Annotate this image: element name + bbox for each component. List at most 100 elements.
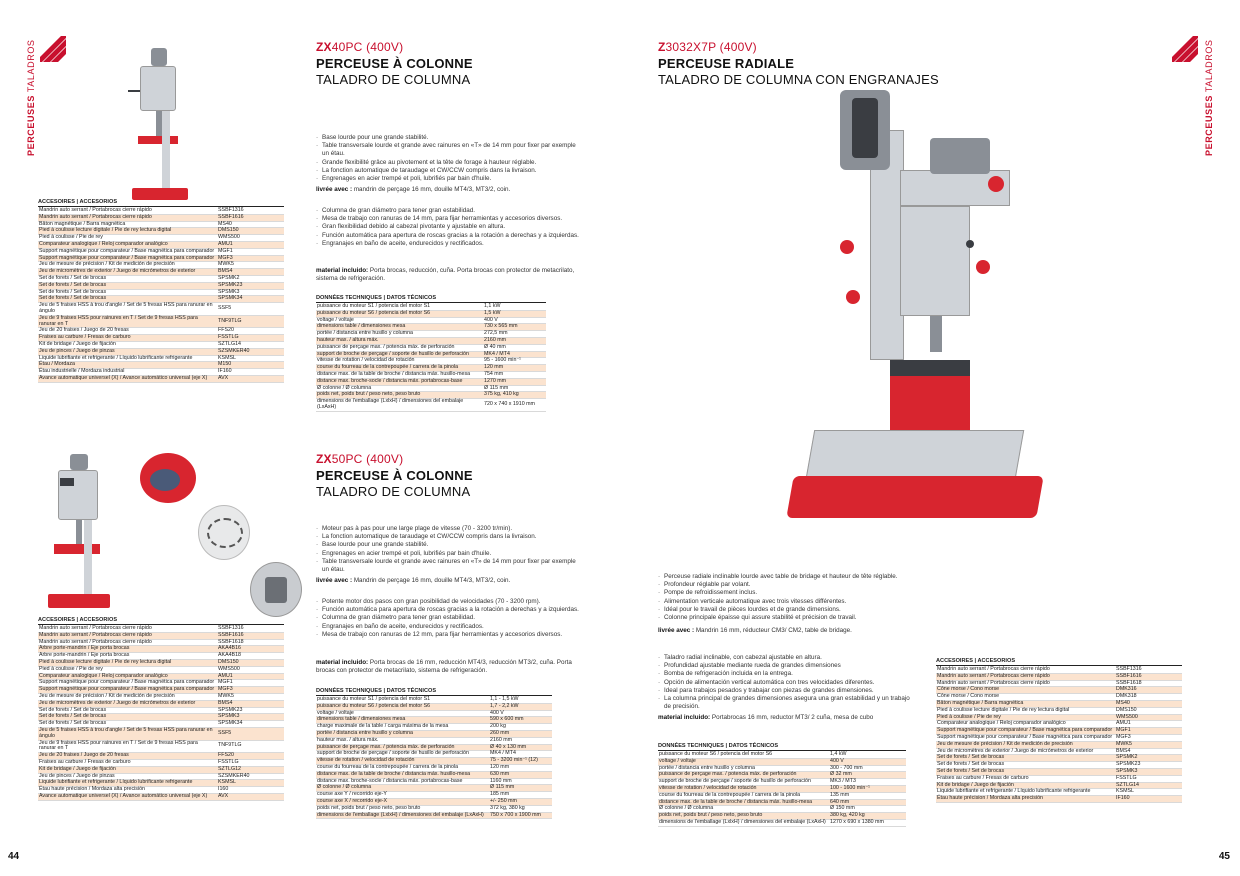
table-row: hauteur max. / altura máx.2160 mm (316, 737, 552, 745)
table-row: Jeu de 9 fraises HSS pour rainures en T … (38, 315, 284, 329)
spec-value: 272,5 mm (484, 330, 508, 337)
accessory-value: KSMSL (218, 779, 236, 786)
accessory-value: MWK5 (1116, 740, 1132, 747)
accessory-value: DMS150 (218, 227, 239, 234)
accessory-label: Set de forets / Set de brocas (39, 295, 107, 302)
spec-value: 120 mm (490, 763, 510, 770)
features-es-zx40pc: Columna de gran diámetro para tener gran… (316, 207, 581, 248)
table-row: Avance automatique universel (X) / Avanc… (38, 792, 284, 801)
accessory-label: Mandrin auto serrant / Portabrocas cierr… (937, 666, 1050, 672)
accessory-value: AKA4B16 (218, 645, 241, 652)
accessory-label: Mandrin auto serrant / Portabrocas cierr… (39, 638, 152, 645)
table-row: hauteur max. / altura máx.2160 mm (316, 337, 546, 345)
spec-label: Ø colonne / Ø columna (317, 384, 372, 391)
table-row: Jeu de mesure de précision / Kit de medi… (38, 261, 284, 270)
title-es-z3032x7p: TALADRO DE COLUMNA CON ENGRANAJES (658, 72, 939, 87)
accessory-value: SPSMK34 (218, 720, 243, 727)
spec-value: 1270 x 690 x 1380 mm (830, 818, 884, 825)
machine-image-z3032x7p (780, 90, 1060, 550)
accessory-value: AVX (218, 792, 229, 799)
accessory-value: SSF5 (218, 305, 232, 312)
accessory-label: Jeu de pinces / Juego de pinzas (39, 347, 115, 354)
table-row: Mandrin auto serrant / Portabrocas cierr… (38, 638, 284, 647)
accessory-label: Jeu de 20 fraises / Juego de 20 fresas (39, 752, 129, 759)
spec-label: distance max. de la table de broche / di… (317, 770, 471, 777)
stripes-logo-left (40, 36, 66, 62)
spec-value: 120 mm (484, 364, 504, 371)
accessory-value: SSF5 (218, 729, 232, 736)
detail-photo-3 (250, 562, 302, 617)
accessory-value: BMS4 (1116, 747, 1131, 754)
accessory-value: SSBF1618 (218, 638, 244, 645)
spec-value: +/- 250 mm (490, 797, 517, 804)
table-row: dimensions de l'emballage (LxlxH) / dime… (658, 818, 906, 827)
accessory-label: Cône morse / Cono morse (937, 693, 1000, 700)
accessory-value: SPSMK2 (1116, 754, 1138, 761)
accessory-value: WMS500 (1116, 713, 1138, 720)
accessory-value: AKA4B18 (218, 652, 241, 659)
spec-header: DONNÉES TECHNIQUES | DATOS TÉCNICOS (316, 295, 546, 303)
spec-value: 590 x 600 mm (490, 716, 524, 723)
spec-value: 630 mm (490, 770, 510, 777)
accessory-value: SSBF1316 (218, 625, 244, 631)
spec-label: portée / distancia entre husillo y colum… (317, 729, 413, 736)
table-row: portée / distancia entre husillo y colum… (316, 729, 552, 738)
table-row: Mandrin auto serrant / Portabrocas cierr… (936, 679, 1182, 688)
table-row: Étau haute précision / Mordaza alta prec… (936, 795, 1182, 803)
accessory-label: Étau haute précision / Mordaza alta prec… (39, 786, 145, 793)
accessory-label: Mandrin auto serrant / Portabrocas cierr… (39, 625, 152, 631)
specs-table-zx40pc: DONNÉES TECHNIQUES | DATOS TÉCNICOS puiss… (316, 295, 546, 412)
spec-label: Ø colonne / Ø columna (317, 784, 372, 791)
accessory-value: SSBF1316 (218, 207, 244, 213)
table-row: puissance du moteur S6 / potencia del mo… (316, 309, 546, 318)
spec-label: puissance du moteur S6 / potencia del mo… (317, 309, 431, 316)
table-row: poids net, poids brut / peso neto, peso … (316, 804, 552, 813)
spec-label: vitesse de rotation / velocidad de rotac… (317, 757, 415, 764)
accessory-value: SSBF1618 (1116, 679, 1142, 686)
accessory-value: TNF9TLG (218, 742, 242, 749)
spec-value: 730 x 565 mm (484, 323, 518, 330)
spec-value: Ø 40 mm (484, 343, 506, 350)
accessory-value: SPSMK3 (218, 713, 240, 720)
accessory-value: BMS4 (218, 699, 233, 706)
table-row: portée / distancia entre husillo y colum… (316, 330, 546, 338)
spec-label: portée / distancia entre husillo y colum… (659, 764, 755, 771)
accessory-value: AMU1 (218, 240, 233, 247)
table-row: dimensions de l'emballage (LxlxH) / dime… (316, 398, 546, 412)
detail-photo-1 (140, 453, 196, 503)
spec-label: poids net, poids brut / peso neto, peso … (317, 804, 421, 811)
accessory-value: SPSMK23 (218, 706, 243, 713)
accessory-header: ACCESOIRES | ACCESORIOS (936, 658, 1182, 666)
spec-value: MK4 / MT4 (484, 350, 510, 357)
table-row: distance max. de la table de broche / di… (316, 371, 546, 379)
included-fr-zx50pc: livrée avec : Mandrin de perçage 16 mm, … (316, 577, 511, 584)
spec-label: dimensions de l'emballage (LxlxH) / dime… (659, 818, 826, 825)
spec-label: dimensions de l'emballage (LxlxH) / dime… (317, 811, 484, 818)
side-tab-left-bold: PERCEUSES (26, 95, 36, 156)
accessory-label: Jeu de micromètres de exterior / Juego d… (39, 268, 196, 275)
table-row: puissance du moteur S6 / potencia del mo… (658, 751, 906, 759)
spec-value: 750 x 700 x 1900 mm (490, 811, 541, 818)
accessory-value: MGF1 (1116, 727, 1131, 734)
accessory-label: Jeu de mesure de précision / Kit de medi… (39, 261, 175, 268)
accessory-value: FFS20 (218, 752, 234, 759)
model-zx50pc: ZX50PC (400V) (316, 452, 404, 466)
accessory-label: Cône morse / Cono morse (937, 686, 1000, 693)
accessory-label: Mandrin auto serrant / Portabrocas cierr… (39, 213, 152, 220)
spec-value: 1,1 - 1,5 kW (490, 696, 519, 702)
accessory-value: SSBF1616 (218, 213, 244, 220)
accessory-label: Comparateur analogique / Reloj comparado… (39, 240, 168, 247)
spec-label: puissance de perçage max. / potencia máx… (317, 343, 455, 350)
table-row: Support magnétique pour comparateur / Ba… (38, 248, 284, 256)
accessory-value: SZTLG14 (218, 340, 241, 347)
spec-label: distance max. broche-socle / distancia m… (317, 377, 463, 384)
spec-header: DONNÉES TECHNIQUES | DATOS TÉCNICOS (316, 688, 552, 696)
table-row: Comparateur analogique / Reloj comparado… (38, 240, 284, 249)
header-zx40pc: ZX40PC (400V) PERCEUSE À COLONNE TALADRO… (316, 40, 616, 87)
spec-value: 200 kg (490, 723, 506, 730)
